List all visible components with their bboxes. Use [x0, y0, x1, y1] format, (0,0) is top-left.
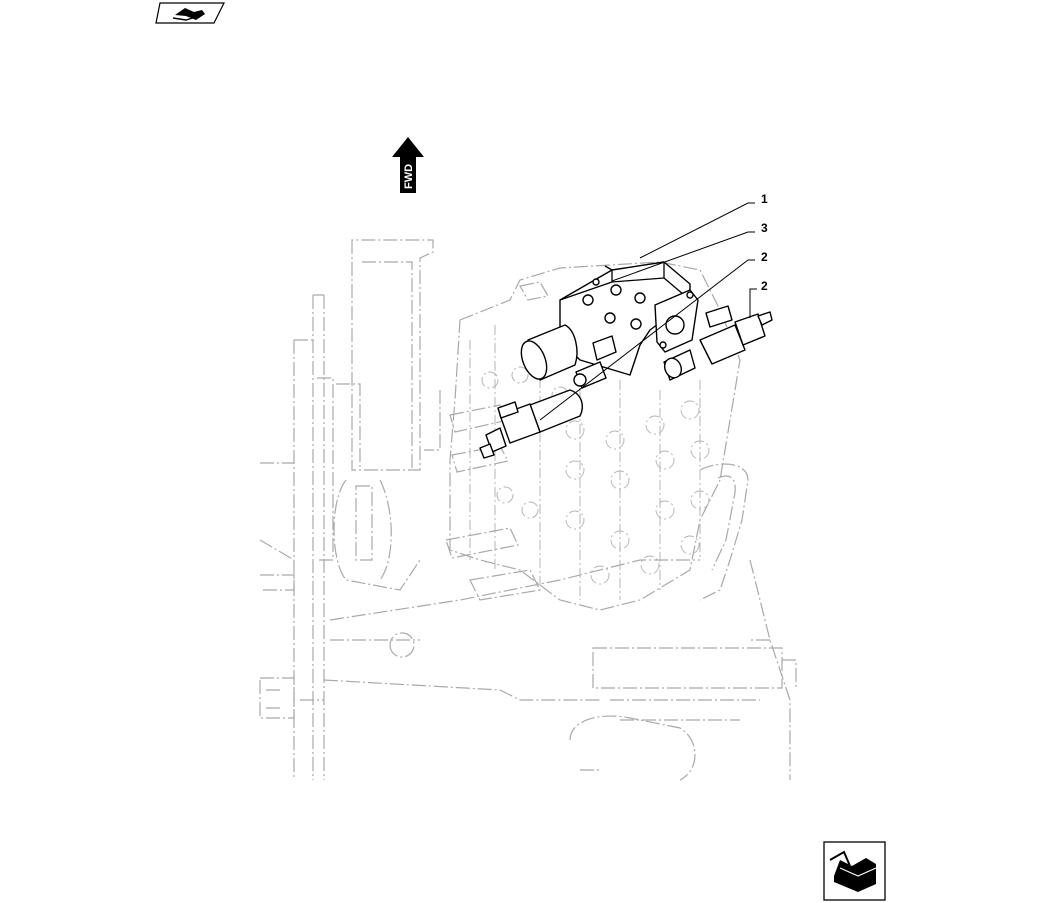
callout-label-3: 3 [761, 221, 768, 235]
fwd-label: FWD [403, 164, 415, 189]
callout-2a: 2 [539, 250, 768, 421]
forward-direction-arrow: FWD [392, 137, 424, 193]
pilot-valve-assembly [479, 261, 773, 459]
valve-bank-bosses [481, 366, 710, 585]
callout-3: 3 [611, 221, 768, 282]
previous-page-icon[interactable] [155, 2, 225, 24]
callout-label-2b: 2 [761, 279, 768, 293]
callout-label-2a: 2 [761, 250, 768, 264]
callout-label-1: 1 [761, 192, 768, 206]
callout-2b: 2 [749, 279, 768, 318]
next-page-icon[interactable] [823, 841, 886, 901]
background-frame [259, 239, 797, 781]
callout-1: 1 [639, 192, 768, 259]
